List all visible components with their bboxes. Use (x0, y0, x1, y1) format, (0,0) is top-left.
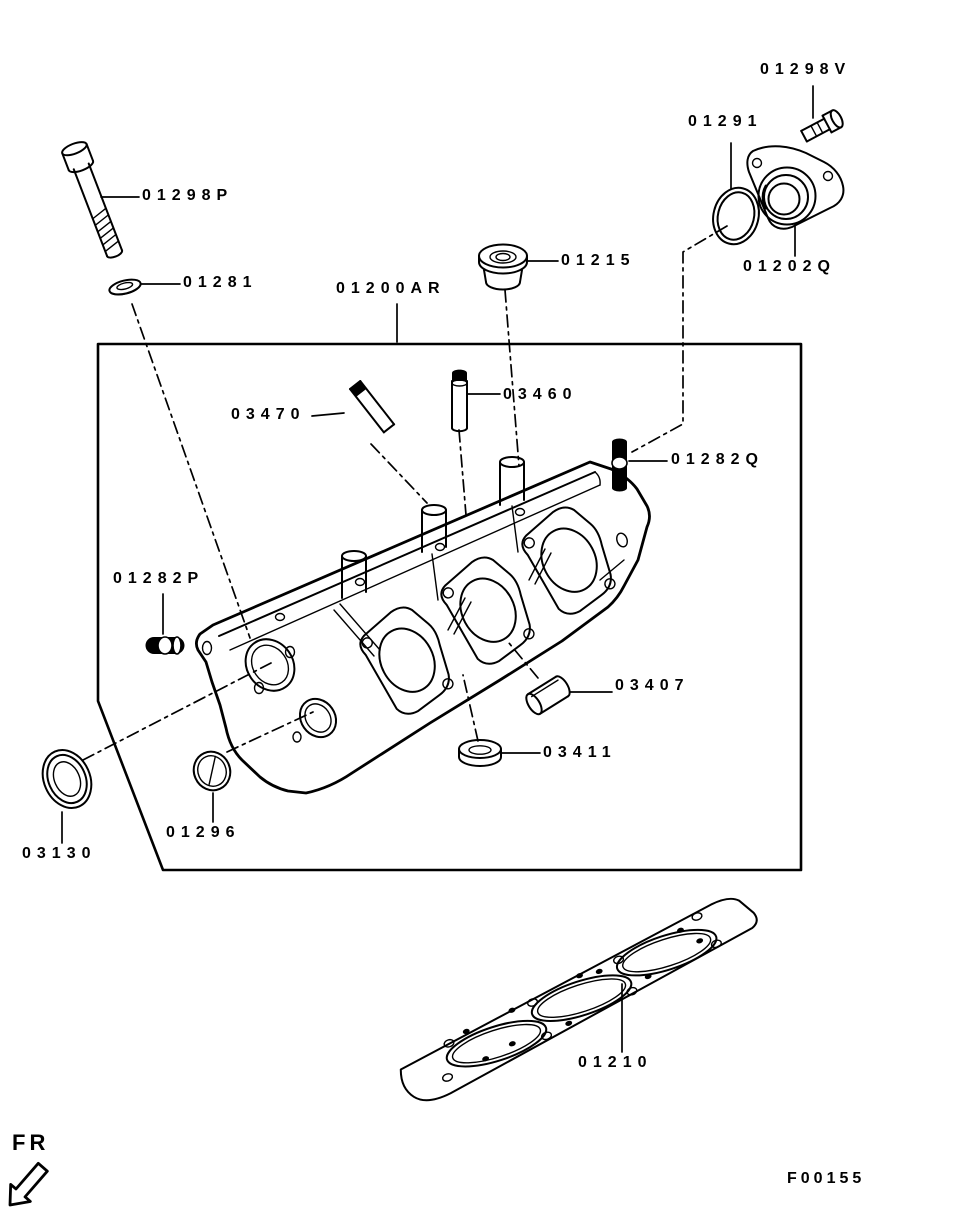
front-marker-label: FR (12, 1130, 50, 1155)
head-bolt-washer (108, 278, 142, 296)
part-label-03411: 03411 (543, 744, 617, 761)
valve-stem-seal (478, 243, 528, 291)
part-label-03470: 03470 (231, 406, 306, 423)
port-flange-3 (521, 506, 616, 615)
guide-tower-1 (341, 550, 367, 599)
port-flange-1 (359, 606, 454, 715)
part-label-01210: 01210 (578, 1054, 653, 1071)
part-label-01202q: 01202Q (743, 258, 836, 275)
part-label-03130: 03130 (22, 845, 97, 862)
part-label-01215: 01215 (561, 252, 636, 269)
part-label-01281: 01281 (183, 274, 258, 291)
cup-plug (525, 675, 571, 716)
part-label-01291: 01291 (688, 113, 763, 130)
part-label-03407: 03407 (615, 677, 690, 694)
cylinder-head-drawing (195, 456, 651, 795)
part-label-01200ar: 01200AR (336, 280, 446, 297)
sealing-cap (192, 750, 232, 792)
water-outlet-fitting (746, 145, 845, 230)
figure-code: F00155 (787, 1170, 866, 1187)
cylinder-head-bolt (61, 141, 124, 259)
camshaft-oil-seal (41, 749, 93, 809)
head-gasket-drawing (399, 897, 758, 1102)
part-label-03460: 03460 (503, 386, 578, 403)
assembly-dash-lines (82, 225, 728, 761)
part-label-01282p: 01282P (113, 570, 205, 587)
valve-guide-exhaust (451, 369, 468, 433)
part-label-01296: 01296 (166, 824, 241, 841)
stud-bolt-q (611, 438, 628, 492)
guide-tower-3 (499, 456, 525, 506)
valve-guide-intake (349, 379, 396, 434)
port-flange-2 (440, 556, 535, 665)
leader-lines (61, 85, 814, 1053)
part-label-01282q: 01282Q (671, 451, 764, 468)
front-direction-arrow (8, 1161, 49, 1207)
guide-tower-2 (421, 504, 447, 553)
outlet-bolt (800, 109, 844, 143)
assembly-boundary-box (96, 342, 803, 872)
stud-bolt-p (145, 636, 185, 655)
water-outlet-o-ring (712, 186, 760, 246)
part-label-01298v: 01298V (760, 61, 852, 78)
valve-spring-seat (458, 739, 502, 767)
part-label-01298p: 01298P (142, 187, 234, 204)
